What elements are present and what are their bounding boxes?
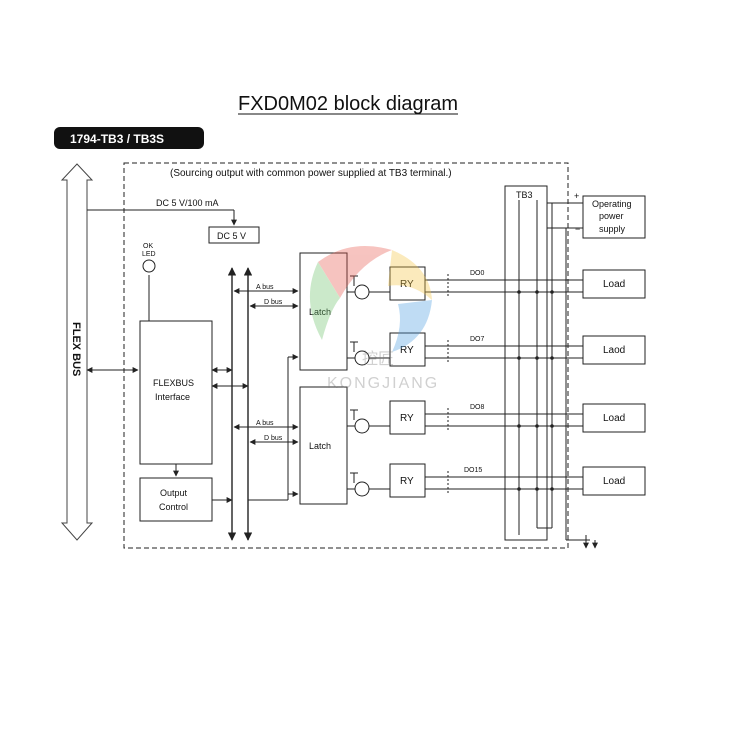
relay-box-2 xyxy=(389,332,426,367)
relay-label-2: RY xyxy=(400,345,414,356)
latch-block-1 xyxy=(299,252,348,371)
dbus-label-2: D bus xyxy=(264,435,283,442)
junction-c-2 xyxy=(550,356,554,360)
flexbus-interface-label-1: FLEXBUS xyxy=(153,378,194,388)
channel-label-4: DO15 xyxy=(464,467,482,474)
terminal-base-tag-label: 1794-TB3 / TB3S xyxy=(70,132,164,146)
relay-label-1: RY xyxy=(400,279,414,290)
dbus-label-1: D bus xyxy=(264,299,283,306)
driver-icon-4 xyxy=(354,481,370,497)
ok-led-label-1: OK xyxy=(143,243,153,250)
watermark-en: KONGJIANG xyxy=(327,375,439,392)
ops-label-3: supply xyxy=(599,224,626,234)
output-control-label-1: Output xyxy=(160,488,188,498)
watermark-cn: 控匠 xyxy=(362,350,394,368)
relay-label-3: RY xyxy=(400,413,414,424)
junction-a-3 xyxy=(517,424,521,428)
relay-box-1 xyxy=(389,266,426,301)
junction-c-4 xyxy=(550,487,554,491)
ops-label-1: Operating xyxy=(592,199,632,209)
dc5v-box-label: DC 5 V xyxy=(217,231,246,241)
sourcing-note: (Sourcing output with common power suppl… xyxy=(170,168,452,179)
channel-label-2: DO7 xyxy=(470,336,485,343)
load-label-2: Laod xyxy=(603,345,625,356)
flexbus-interface-block xyxy=(139,320,213,465)
terminal-base-tag xyxy=(54,127,204,149)
junction-c-1 xyxy=(550,290,554,294)
load-label-4: Load xyxy=(603,476,625,487)
output-control-label-2: Control xyxy=(159,502,188,512)
dc-supply-label: DC 5 V/100 mA xyxy=(156,198,219,208)
channel-label-3: DO8 xyxy=(470,404,485,411)
diagram-title: FXD0M02 block diagram xyxy=(238,93,458,115)
tb3-terminal-block xyxy=(504,185,548,541)
load-label-1: Load xyxy=(603,279,625,290)
junction-b-3 xyxy=(535,424,539,428)
junction-b-4 xyxy=(535,487,539,491)
channel-rows: RYDO0LoadRYDO7LaodRYDO8LoadRYDO15Load xyxy=(347,266,646,498)
junction-a-2 xyxy=(517,356,521,360)
dc5v-box xyxy=(208,226,260,244)
module-boundary xyxy=(123,162,569,549)
flex-bus-label: FLEX BUS xyxy=(70,322,82,376)
ops-label-2: power xyxy=(599,211,624,221)
relay-label-4: RY xyxy=(400,476,414,487)
ops-minus: − xyxy=(575,224,580,234)
load-box-2 xyxy=(582,335,646,365)
tb3-label: TB3 xyxy=(516,190,533,200)
junction-b-1 xyxy=(535,290,539,294)
junction-a-4 xyxy=(517,487,521,491)
latch-label-2: Latch xyxy=(309,441,331,451)
driver-icon-3 xyxy=(354,418,370,434)
watermark-logo: 控匠 KONGJIANG xyxy=(309,246,439,392)
operating-power-supply-block xyxy=(582,195,646,239)
junction-a-1 xyxy=(517,290,521,294)
driver-icon-1 xyxy=(354,284,370,300)
load-box-3 xyxy=(582,403,646,433)
relay-box-3 xyxy=(389,400,426,435)
latch-block-2 xyxy=(299,386,348,505)
abus-label-2: A bus xyxy=(256,420,274,427)
load-box-1 xyxy=(582,269,646,299)
ok-led-icon xyxy=(142,259,156,273)
flexbus-interface-label-2: Interface xyxy=(155,392,190,402)
flex-bus-arrow xyxy=(60,163,94,541)
load-label-3: Load xyxy=(603,413,625,424)
latch-label-1: Latch xyxy=(309,307,331,317)
junction-b-2 xyxy=(535,356,539,360)
ops-plus: + xyxy=(574,191,579,201)
abus-label-1: A bus xyxy=(256,284,274,291)
output-control-block xyxy=(139,477,213,522)
relay-box-4 xyxy=(389,463,426,498)
junction-c-3 xyxy=(550,424,554,428)
ok-led-label-2: LED xyxy=(142,251,156,258)
channel-label-1: DO0 xyxy=(470,270,485,277)
load-box-4 xyxy=(582,466,646,496)
